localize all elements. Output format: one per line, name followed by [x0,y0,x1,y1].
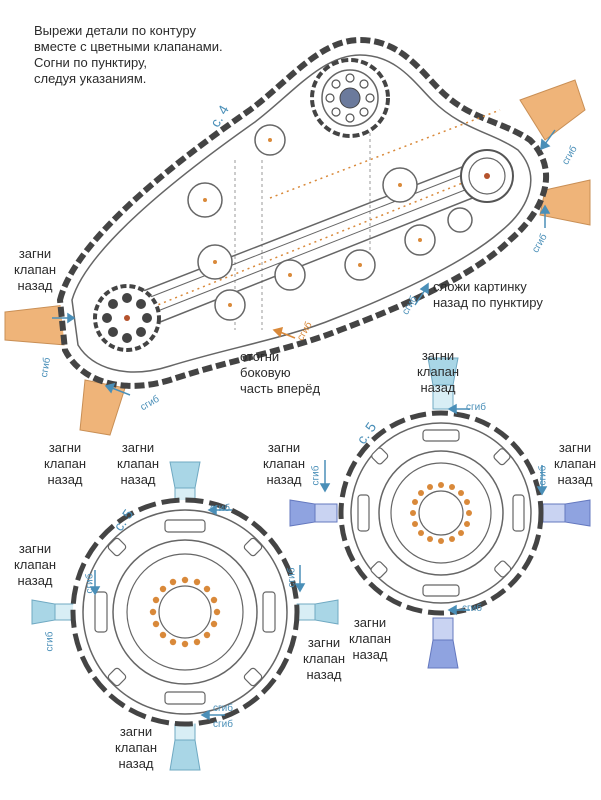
fold-label-left-top: сгиб [210,503,230,514]
wheel-left [31,461,339,771]
label-fold-back-right-bottom: загни клапан назад [348,615,392,662]
fold-label-right-bottom: сгиб [462,603,482,614]
blue-tab-left-top [169,461,201,489]
fold-label-left-bottom-b: сгиб [213,719,233,730]
fold-label-right-right: сгиб [537,465,549,486]
label-fold-back-left-wheel-tab-left: загни клапан назад [43,440,87,487]
label-fold-back-tank-left: загни клапан назад [13,246,57,293]
wheel-fold-arrows [89,403,548,721]
instructions-text: Вырежи детали по контуру вместе с цветны… [34,23,223,86]
orange-tab-bottom-left [79,379,126,436]
blue-tab-right-bottom [427,639,459,669]
label-fold-back-right-top: загни клапан назад [416,348,460,395]
label-fold-back-left-left: загни клапан назад [13,541,57,588]
label-fold-back-left-right: загни клапан назад [302,635,346,682]
orange-tab-left [4,304,66,346]
orange-tab-right [539,179,591,226]
fold-label-left-left-b: сгиб [44,631,56,652]
fold-label-left-right-a: сгиб [286,567,298,588]
orange-tab-top-right [519,79,586,141]
fold-label-left-left-a: сгиб [84,573,96,594]
label-fold-picture-back: сложи картинку назад по пунктиру [433,279,543,310]
fold-label-right-left: сгиб [310,465,322,486]
blue-tab-left-left [31,599,56,625]
label-fold-side-forward: отогни боковую часть вперёд [240,349,321,396]
tank-track-piece [4,36,591,436]
track-outline [56,36,549,389]
blue-tab-right-left [289,499,316,527]
blue-tab-left-bottom [169,739,201,771]
label-fold-back-left-top: загни клапан назад [116,440,160,487]
label-fold-back-right-left: загни клапан назад [262,440,306,487]
wheel-right [289,357,591,669]
fold-label-left-bottom-a: сгиб [213,703,233,714]
label-fold-back-right-right: загни клапан назад [553,440,597,487]
blue-tab-left-right [314,599,339,625]
fold-label-right-top: сгиб [466,402,486,413]
tank-fold-arrows [52,129,556,396]
blue-tab-right-right [564,499,591,527]
label-fold-back-left-bottom: загни клапан назад [114,724,158,771]
